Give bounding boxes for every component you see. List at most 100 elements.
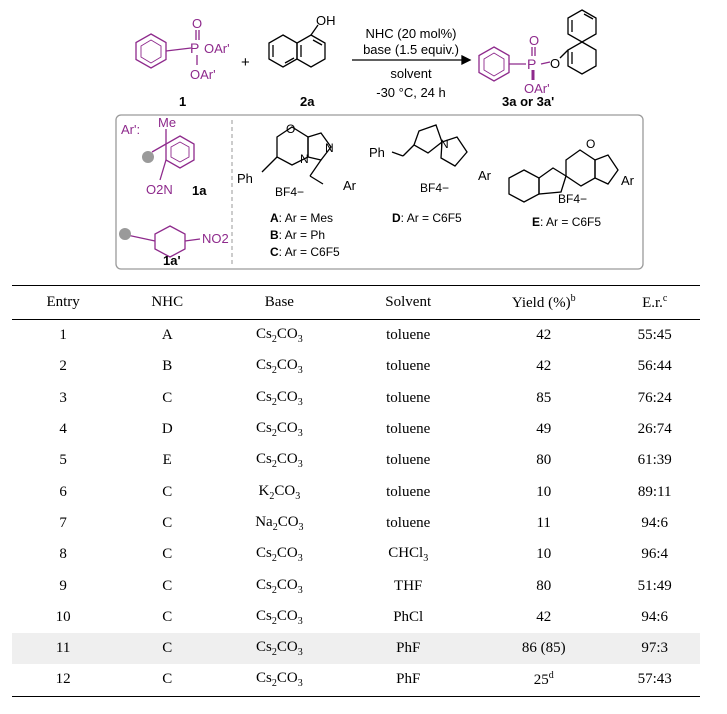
table-cell: Cs2CO3	[220, 570, 338, 601]
compound-2a-structure	[268, 24, 326, 68]
table-cell: D	[161, 421, 173, 438]
cell-text: toluene	[386, 327, 431, 344]
table-cell: 57:43	[609, 664, 700, 697]
table-cell: 5	[59, 452, 67, 469]
table-cell: C	[162, 514, 173, 531]
results-table: Entry NHC Base Solvent Yield (%)b E.r.c …	[12, 285, 700, 697]
ar1-me: Me	[158, 115, 176, 130]
table-cell: C	[114, 632, 221, 665]
cell-text: Na2CO3	[255, 513, 304, 533]
cat-abc-bf4: BF4−	[275, 185, 304, 199]
ar1-o2n: O2N	[146, 182, 173, 197]
cell-text: toluene	[386, 452, 431, 469]
table-cell: 10	[536, 483, 552, 500]
catalyst-d-structure	[391, 124, 468, 167]
cat-abc-o: O	[286, 122, 295, 136]
cat-d-ph: Ph	[369, 145, 385, 160]
cell-text: CHCl3	[388, 545, 429, 565]
cell-text: toluene	[386, 358, 431, 375]
table-cell: 49	[536, 421, 552, 438]
product-3a-structure	[478, 9, 597, 82]
header-yield-sup: b	[570, 293, 576, 304]
table-cell: toluene	[338, 414, 478, 445]
table-cell: 80	[536, 577, 552, 594]
table-cell: 42	[536, 327, 552, 344]
table-cell: 86 (85)	[478, 632, 610, 665]
cell-text: toluene	[386, 514, 431, 531]
header-er-text: E.r.	[642, 295, 663, 311]
cell-text: Cs2CO3	[256, 576, 303, 596]
ar2-label: 1a'	[163, 253, 181, 268]
cmpd1-o: O	[192, 16, 202, 31]
table-cell: 12	[12, 664, 115, 697]
table-cell: 94:6	[641, 608, 669, 625]
cell-text: Cs2CO3	[256, 420, 303, 440]
table-cell: 10	[536, 546, 552, 563]
table-cell: 2	[59, 358, 67, 375]
cat-e-ar: Ar	[621, 173, 635, 188]
header-base: Base	[220, 285, 339, 320]
cmpd1-oar-bottom: OAr'	[190, 67, 216, 82]
catalyst-panel	[115, 114, 644, 270]
aryl-1a-prime-structure	[126, 225, 201, 258]
cell-text: Cs2CO3	[256, 326, 303, 346]
table-cell: toluene	[338, 351, 478, 382]
table-header-row: Entry NHC Base Solvent Yield (%)b E.r.c	[12, 285, 700, 320]
table-cell: Na2CO3	[220, 508, 338, 539]
product-oar: OAr'	[524, 81, 550, 96]
product-p: P	[527, 56, 536, 72]
table-cell: 11	[12, 632, 115, 665]
table-cell: 8	[59, 546, 67, 563]
cmpd1-p: P	[190, 40, 199, 56]
header-nhc: NHC	[114, 285, 221, 320]
table-cell: 61:39	[637, 452, 672, 469]
table-cell: CHCl3	[338, 539, 478, 570]
table-cell: C	[162, 608, 173, 625]
table-cell: 56:44	[637, 358, 672, 375]
table-cell: 96:4	[641, 546, 669, 563]
cell-text: Cs2CO3	[256, 357, 303, 377]
condition-solvent: solvent	[390, 66, 432, 81]
table-cell: 89:11	[637, 483, 672, 500]
cat-c-caption: C: Ar = C6F5	[270, 245, 340, 259]
cell-text: toluene	[386, 421, 431, 438]
table-cell: C	[162, 577, 173, 594]
table-cell: toluene	[338, 320, 478, 352]
condition-nhc: NHC (20 mol%)	[365, 26, 456, 41]
cat-d-ar: Ar	[478, 168, 492, 183]
cat-e-caption: E: Ar = C6F5	[532, 215, 601, 229]
table-cell: 3	[59, 389, 67, 406]
table-cell: 94:6	[641, 514, 669, 531]
cmpd2-label: 2a	[300, 94, 315, 109]
table-cell: 42	[536, 608, 552, 625]
table-cell: 85	[536, 389, 552, 406]
table-cell: Cs2CO3	[220, 383, 338, 414]
table-cell: 9	[59, 577, 67, 594]
table-cell: 4	[59, 421, 67, 438]
cat-d-caption: D: Ar = C6F5	[392, 211, 462, 225]
table-cell: K2CO3	[220, 476, 338, 507]
plus-sign: +	[241, 54, 250, 71]
condition-temp: -30 °C, 24 h	[376, 85, 446, 100]
cat-abc-n1: N	[300, 152, 309, 166]
aryl-1a-structure	[151, 129, 195, 181]
table-cell: 6	[59, 483, 67, 500]
ar1-label: 1a	[192, 183, 207, 198]
table-cell: 55:45	[637, 327, 672, 344]
cell-text: PhCl	[393, 608, 424, 625]
table-cell: B	[162, 358, 173, 375]
header-entry: Entry	[12, 285, 115, 320]
cell-text: Cs2CO3	[256, 607, 303, 627]
table-cell: 51:49	[637, 577, 672, 594]
table-cell: C	[162, 546, 173, 563]
table-cell: Cs2CO3	[220, 664, 339, 697]
cat-d-n: N	[440, 137, 449, 151]
ar-prefix: Ar':	[121, 122, 140, 137]
